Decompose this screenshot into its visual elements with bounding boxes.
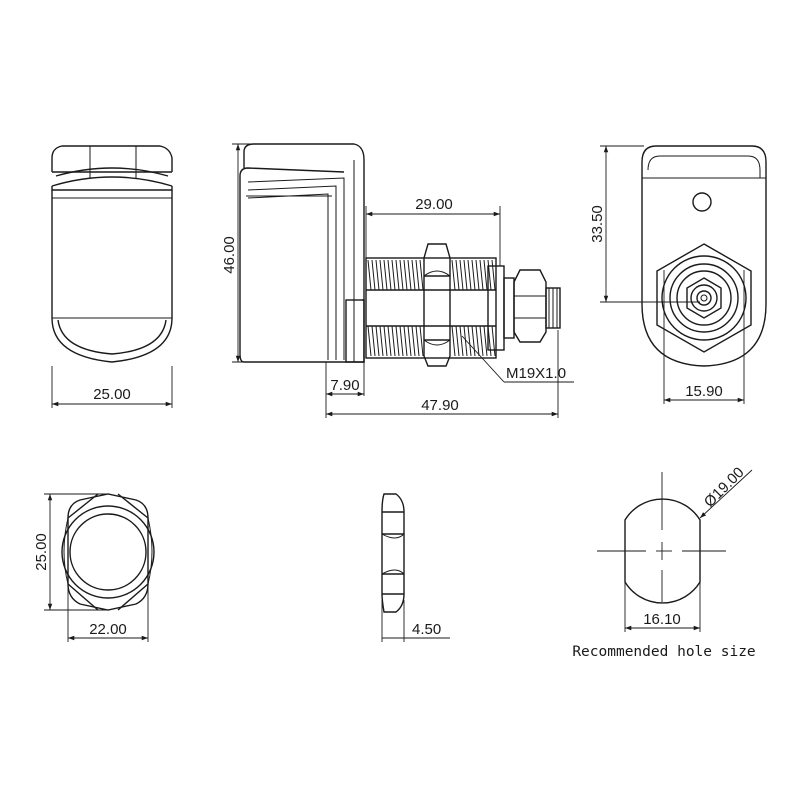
thread-line — [375, 325, 380, 357]
thread-line — [455, 325, 460, 357]
thread-line — [491, 259, 496, 291]
thread-line — [407, 259, 412, 291]
dim-hole-diameter: Ø19.00 — [699, 464, 753, 519]
dim-label: 4.50 — [412, 621, 441, 638]
thread-line — [379, 259, 384, 291]
dim-label: 47.90 — [421, 397, 459, 414]
thread-line — [459, 259, 464, 291]
dim-hole-flat: 16.10 — [624, 582, 701, 632]
thread-line — [403, 325, 408, 357]
thread-line — [367, 325, 372, 357]
dim-front-width: 25.00 — [51, 366, 173, 408]
thread-line — [455, 259, 460, 291]
thread-line — [459, 325, 464, 357]
dim-label: 16.10 — [643, 611, 681, 628]
dim-label: 7.90 — [330, 377, 359, 394]
dim-label: M19X1.0 — [506, 365, 566, 382]
thread-line — [407, 325, 412, 357]
thread-line — [383, 325, 388, 357]
thread-line — [483, 325, 488, 357]
dim-back-height: 33.50 — [589, 145, 700, 303]
thread-line — [395, 259, 400, 291]
thread-line — [471, 325, 476, 357]
dim-label: 22.00 — [89, 621, 127, 638]
dim-label: Ø19.00 — [701, 464, 748, 511]
thread-line — [483, 259, 488, 291]
thread-line — [471, 259, 476, 291]
thread-line — [419, 325, 424, 357]
dim-side-height: 46.00 — [221, 143, 256, 363]
thread-line — [419, 259, 424, 291]
dim-label: 25.00 — [33, 533, 50, 571]
thread-line — [399, 325, 404, 357]
dim-nut-width: 22.00 — [67, 584, 149, 642]
thread-hatching — [367, 259, 496, 357]
dim-plate-thickness: 7.90 — [325, 362, 365, 418]
dim-nut-height: 25.00 — [33, 493, 108, 611]
thread-line — [479, 259, 484, 291]
front-view — [51, 145, 173, 363]
dim-thread-length: 29.00 — [365, 196, 501, 266]
thread-line — [387, 259, 392, 291]
thread-line — [403, 259, 408, 291]
nut-front-view — [61, 493, 155, 611]
thread-line — [451, 325, 456, 357]
thread-line — [379, 325, 384, 357]
thread-line — [391, 325, 396, 357]
thread-line — [371, 259, 376, 291]
dim-label: 33.50 — [589, 205, 606, 243]
recommended-hole-caption: Recommended hole size — [572, 644, 755, 660]
thread-line — [387, 325, 392, 357]
nut-side-view — [381, 493, 405, 613]
thread-line — [415, 325, 420, 357]
thread-line — [411, 259, 416, 291]
thread-line — [371, 325, 376, 357]
thread-line — [475, 259, 480, 291]
thread-line — [467, 259, 472, 291]
dim-total-length: 47.90 — [326, 330, 559, 418]
thread-line — [491, 325, 496, 357]
thread-line — [463, 325, 468, 357]
thread-line — [399, 259, 404, 291]
thread-line — [375, 259, 380, 291]
dim-label: 46.00 — [221, 236, 238, 274]
thread-line — [451, 259, 456, 291]
thread-line — [411, 325, 416, 357]
dim-thread-spec: M19X1.0 — [461, 335, 574, 383]
dim-label: 29.00 — [415, 196, 453, 213]
dim-label: 25.00 — [93, 386, 131, 403]
thread-line — [415, 259, 420, 291]
dim-label: 15.90 — [685, 383, 723, 400]
thread-line — [395, 325, 400, 357]
thread-line — [383, 259, 388, 291]
thread-line — [479, 325, 484, 357]
thread-line — [463, 259, 468, 291]
side-view — [239, 143, 561, 367]
thread-line — [467, 325, 472, 357]
thread-line — [475, 325, 480, 357]
dim-back-hex: 15.90 — [663, 270, 745, 404]
thread-line — [487, 259, 492, 291]
back-view — [641, 145, 767, 367]
thread-line — [367, 259, 372, 291]
dim-nut-thickness: 4.50 — [381, 600, 450, 642]
thread-line — [391, 259, 396, 291]
